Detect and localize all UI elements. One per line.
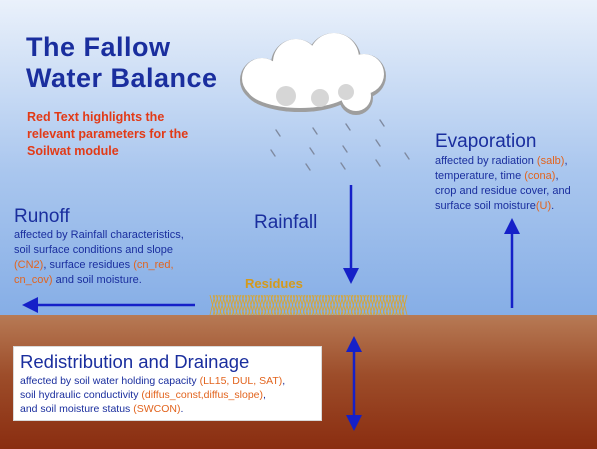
cloud-icon — [240, 33, 386, 115]
runoff-text: , surface residues — [43, 259, 134, 271]
evaporation-text: crop and residue cover, and — [435, 185, 571, 197]
redistribution-text: , — [263, 389, 266, 401]
evaporation-text: affected by radiation — [435, 155, 537, 167]
note-line-3: Soilwat module — [27, 144, 119, 158]
evaporation-text: , — [564, 155, 568, 167]
param-cona: (cona) — [524, 170, 556, 182]
residues-icon — [209, 294, 408, 316]
evaporation-text: , — [555, 170, 559, 182]
runoff-line-2: soil surface conditions and slope — [14, 243, 173, 259]
residues-label: Residues — [245, 276, 303, 291]
evaporation-text: surface soil moisture — [435, 200, 536, 212]
redistribution-line-1: affected by soil water holding capacity … — [20, 374, 285, 390]
param-salb: (salb) — [536, 155, 565, 167]
redistribution-text: , — [282, 375, 286, 387]
runoff-line-1: affected by Rainfall characteristics, — [14, 228, 184, 244]
param-u: (U) — [535, 200, 552, 212]
evaporation-line-1: affected by radiation (salb), — [435, 154, 568, 170]
rainfall-arrow — [343, 185, 359, 284]
rainfall-heading: Rainfall — [254, 212, 318, 233]
redistribution-text: . — [180, 403, 184, 415]
runoff-text: soil surface conditions and slope — [14, 244, 173, 256]
note-line-1: Red Text highlights the — [27, 110, 165, 124]
runoff-arrow — [22, 297, 195, 313]
param-cn-cov: cn_cov) — [14, 274, 53, 286]
evaporation-arrow — [504, 218, 520, 308]
redistribution-text: soil hydraulic conductivity — [20, 389, 142, 401]
runoff-text: and soil moisture. — [52, 274, 142, 286]
evaporation-line-3: crop and residue cover, and — [435, 184, 571, 200]
param-ll15-dul-sat: (LL15, DUL, SAT) — [199, 375, 283, 387]
runoff-line-3: (CN2), surface residues (cn_red, — [14, 258, 174, 274]
evaporation-line-2: temperature, time (cona), — [435, 169, 559, 185]
evaporation-line-4: surface soil moisture(U). — [435, 199, 554, 215]
title-line-1: The Fallow — [26, 32, 171, 62]
redistribution-box — [13, 346, 322, 421]
evaporation-text: temperature, time — [435, 170, 525, 182]
evaporation-text: . — [551, 200, 555, 212]
param-diffus: (diffus_const,diffus_slope) — [141, 389, 263, 401]
note-line-2: relevant parameters for the — [27, 127, 189, 141]
drainage-arrow — [346, 336, 362, 431]
redistribution-heading: Redistribution and Drainage — [20, 351, 250, 372]
evaporation-heading: Evaporation — [435, 131, 537, 152]
redistribution-line-2: soil hydraulic conductivity (diffus_cons… — [20, 388, 266, 404]
param-cn2: (CN2) — [14, 259, 44, 271]
redistribution-text: affected by soil water holding capacity — [20, 375, 200, 387]
redistribution-text: and soil moisture status — [20, 403, 134, 415]
param-cn-red: (cn_red, — [133, 259, 174, 271]
param-swcon: (SWCON) — [133, 403, 181, 415]
redistribution-line-3: and soil moisture status (SWCON). — [20, 402, 183, 418]
runoff-line-4: cn_cov) and soil moisture. — [14, 273, 142, 289]
residue-strand — [401, 294, 408, 316]
runoff-text: affected by Rainfall characteristics, — [14, 229, 184, 241]
rain-drops-icon — [270, 119, 410, 171]
title-line-2: Water Balance — [26, 63, 218, 93]
runoff-heading: Runoff — [14, 206, 70, 227]
